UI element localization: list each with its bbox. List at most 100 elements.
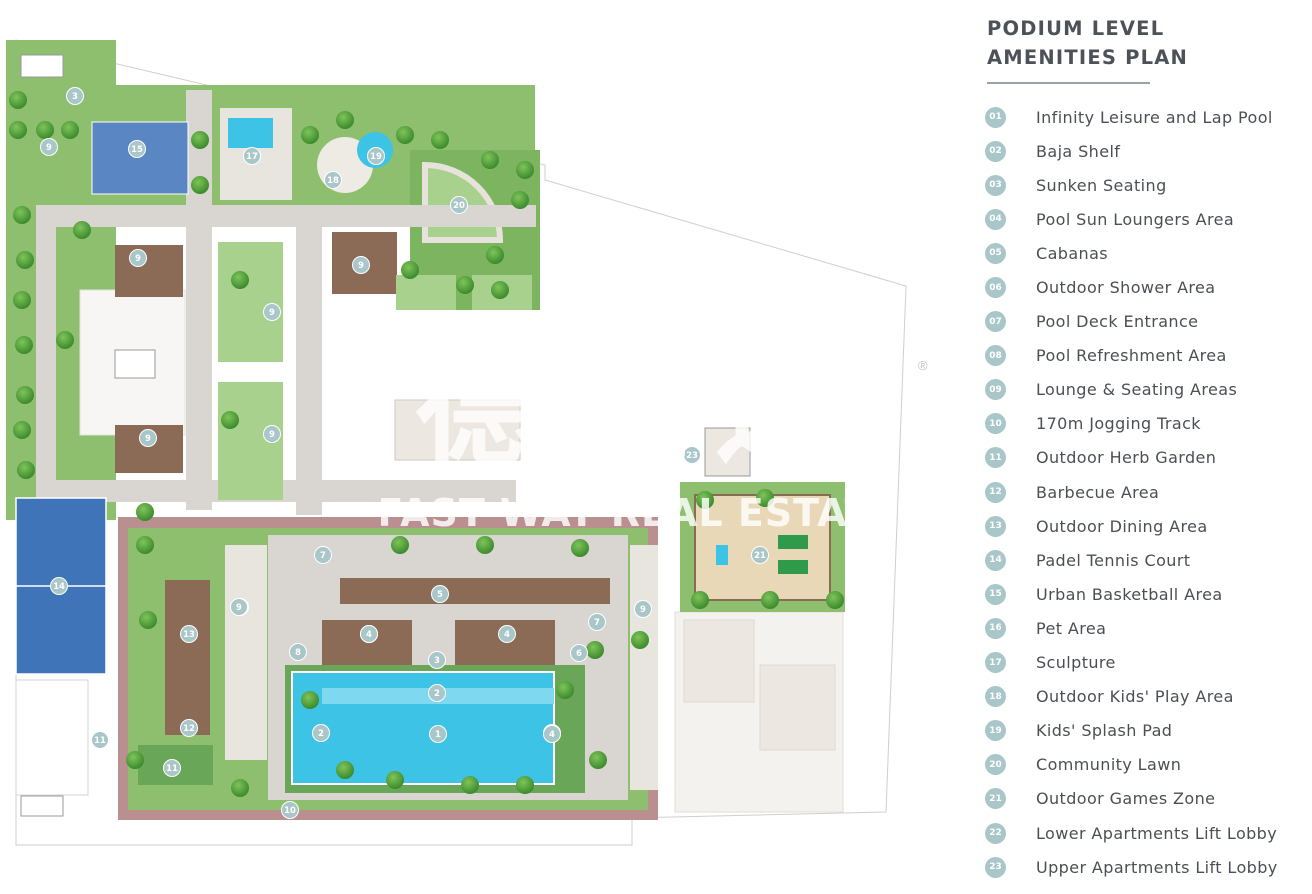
basketball-court (91, 121, 189, 195)
legend-number-badge: 13 (985, 515, 1006, 537)
tree (761, 591, 779, 609)
plan-marker-label: 8 (295, 648, 301, 658)
tree (61, 121, 79, 139)
plan-marker-dot (751, 546, 769, 564)
walkway (36, 227, 56, 517)
legend-item: 15 Urban Basketball Area (985, 577, 1278, 611)
plan-marker: 5 (431, 585, 449, 603)
legend-label: Pool Sun Loungers Area (1036, 209, 1235, 229)
legend-label: Pool Refreshment Area (1036, 346, 1227, 366)
lift-lobby-23 (704, 427, 751, 477)
legend-number-badge: 23 (985, 856, 1006, 878)
plan-marker-label: 3 (72, 92, 78, 102)
legend-number-badge: 03 (985, 174, 1006, 196)
plan-marker: 20 (450, 196, 468, 214)
legend-number-badge: 09 (985, 379, 1006, 401)
games-pool (716, 545, 728, 565)
plan-marker-dot (683, 446, 701, 464)
tree (231, 271, 249, 289)
dining-deck (165, 580, 210, 735)
tree (13, 206, 31, 224)
plan-marker: 4 (360, 625, 378, 643)
plan-marker-dot (66, 87, 84, 105)
plan-marker: 2 (428, 684, 446, 702)
plan-marker-dot (314, 546, 332, 564)
plan-marker: 12 (180, 719, 198, 737)
plan-marker-dot (180, 625, 198, 643)
legend-label: Sculpture (1036, 653, 1116, 673)
plan-marker-dot (180, 719, 198, 737)
tree (191, 176, 209, 194)
legend-label: Outdoor Dining Area (1036, 516, 1208, 536)
tree (13, 421, 31, 439)
plan-marker: 11 (163, 759, 181, 777)
plan-marker-label: 14 (53, 582, 65, 592)
plan-marker-label: 13 (183, 630, 195, 640)
plan-marker-label: 9 (145, 434, 151, 444)
plan-marker: 8 (289, 643, 307, 661)
tree (386, 771, 404, 789)
tree (17, 461, 35, 479)
plan-marker-label: 20 (453, 201, 465, 211)
plan-marker-dot (128, 140, 146, 158)
games-table (778, 535, 808, 549)
legend-label: Cabanas (1036, 243, 1109, 263)
tree (301, 691, 319, 709)
plan-marker: 3 (66, 87, 84, 105)
tree (516, 776, 534, 794)
plan-marker-dot (230, 598, 248, 616)
tree (696, 491, 714, 509)
legend-number-badge: 15 (985, 583, 1006, 605)
cabana-row (340, 578, 610, 604)
walkway (296, 205, 322, 515)
empty-lot (15, 679, 89, 796)
tree (571, 539, 589, 557)
legend-label: Community Lawn (1036, 755, 1182, 775)
legend-label: Urban Basketball Area (1036, 584, 1223, 604)
legend-number-badge: 16 (985, 617, 1006, 639)
plan-marker-label: 9 (135, 254, 141, 264)
plan-marker-dot (40, 138, 58, 156)
legend-number-badge: 05 (985, 242, 1006, 264)
tree (756, 489, 774, 507)
walkway (36, 205, 536, 227)
plan-markers: 1222334444567789999999999101111121314151… (40, 87, 769, 819)
plan-marker: 23 (683, 446, 701, 464)
tree (491, 281, 509, 299)
plan-marker-dot (588, 613, 606, 631)
tree (56, 331, 74, 349)
plan-marker-dot (498, 625, 516, 643)
lift-core-upper (114, 349, 156, 379)
east-building-room (683, 619, 755, 703)
tree (516, 161, 534, 179)
plan-marker: 21 (751, 546, 769, 564)
tree (73, 221, 91, 239)
plan-title: PODIUM LEVEL AMENITIES PLAN (987, 17, 1189, 69)
legend-label: Lounge & Seating Areas (1036, 380, 1238, 400)
legend-label: Lower Apartments Lift Lobby (1036, 823, 1278, 843)
sculpture-pool (228, 118, 273, 148)
plan-marker-label: 7 (320, 551, 326, 561)
plan-marker: 4 (543, 725, 561, 743)
tree (16, 251, 34, 269)
legend-item: 09 Lounge & Seating Areas (985, 373, 1278, 407)
tree (36, 121, 54, 139)
plan-marker-dot (360, 625, 378, 643)
tree (139, 611, 157, 629)
tree (191, 131, 209, 149)
tree (396, 126, 414, 144)
legend-label: Baja Shelf (1036, 141, 1121, 161)
plan-marker: 7 (314, 546, 332, 564)
legend-label: Kids' Splash Pad (1036, 721, 1173, 741)
tree (136, 536, 154, 554)
plan-marker-label: 2 (318, 729, 324, 739)
plan-marker-dot (263, 303, 281, 321)
lift-core-22-south (20, 795, 64, 817)
plan-marker-dot (243, 147, 261, 165)
